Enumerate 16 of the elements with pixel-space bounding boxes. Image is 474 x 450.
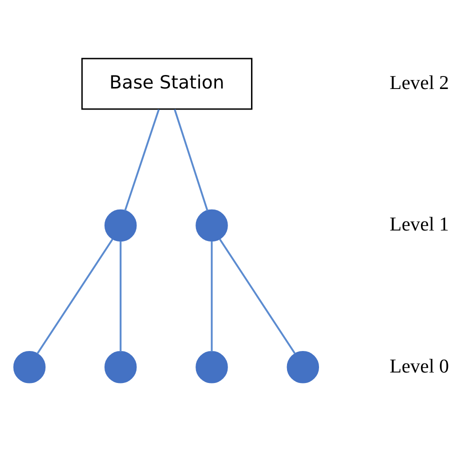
node-circle bbox=[13, 350, 46, 383]
label: Level 2 bbox=[390, 72, 450, 94]
connector bbox=[124, 108, 160, 210]
node-circle bbox=[104, 350, 137, 383]
connector bbox=[210, 240, 213, 352]
node-box: Base Station bbox=[81, 57, 252, 110]
node-circle bbox=[196, 350, 228, 383]
connector bbox=[36, 238, 114, 354]
label: Level 0 bbox=[390, 356, 450, 377]
connector bbox=[174, 108, 208, 210]
node-circle bbox=[286, 350, 320, 383]
connector bbox=[120, 240, 122, 352]
label: Level 1 bbox=[390, 214, 450, 236]
connector bbox=[219, 238, 296, 354]
node-circle bbox=[104, 208, 137, 242]
node-circle bbox=[196, 208, 228, 242]
